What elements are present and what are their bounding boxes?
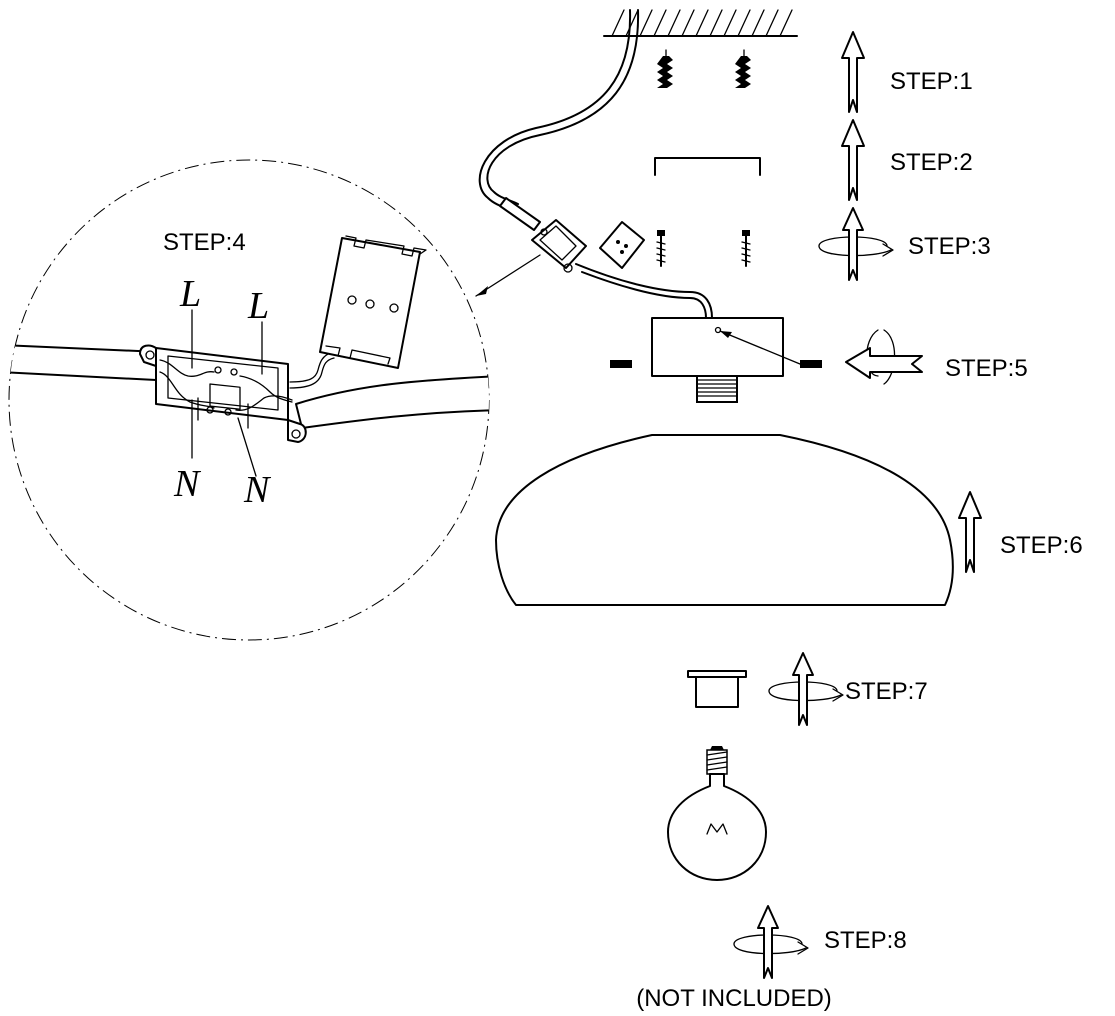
canopy-cable (575, 263, 713, 319)
step8-label: STEP:8 (824, 927, 907, 954)
wiring-detail-circle (8, 159, 490, 641)
step5-rotate-icon (845, 329, 923, 385)
canopy (651, 317, 784, 403)
wall-plug-right (735, 49, 751, 88)
step8-rotate-icon (733, 905, 809, 979)
neutral-label-left: N (173, 463, 202, 505)
screw-right (741, 230, 751, 267)
wall-plug-left (657, 49, 673, 88)
terminal-cover-small (599, 221, 645, 269)
screw-left (656, 230, 666, 267)
step2-arrow-icon (841, 119, 865, 201)
ceiling (603, 9, 798, 37)
canopy-screw-left (610, 360, 632, 368)
live-label-left: L (179, 273, 201, 315)
live-label-right: L (247, 285, 269, 327)
mounting-bracket (654, 157, 761, 176)
step7-label: STEP:7 (845, 678, 928, 705)
mains-cable (478, 9, 640, 231)
step3-rotate-icon (818, 207, 894, 281)
canopy-screw-right (719, 330, 822, 368)
step2-label: STEP:2 (890, 149, 973, 176)
neutral-label-right: N (243, 469, 272, 511)
shade-ring (687, 670, 747, 708)
step5-label: STEP:5 (945, 355, 1028, 382)
step1-arrow-icon (841, 31, 865, 113)
terminal-cover-detail (319, 235, 427, 369)
step3-label: STEP:3 (908, 233, 991, 260)
lamp-shade (495, 434, 954, 606)
zoom-pointer (475, 254, 541, 297)
step4-label: STEP:4 (163, 229, 246, 256)
light-bulb (667, 746, 767, 881)
terminal-block-detail (139, 344, 307, 443)
bulb-not-included-note: (NOT INCLUDED) (636, 985, 832, 1012)
step7-rotate-icon (768, 652, 844, 726)
step6-label: STEP:6 (1000, 532, 1083, 559)
step6-arrow-icon (958, 491, 982, 573)
step1-label: STEP:1 (890, 68, 973, 95)
terminal-block-small (531, 219, 587, 273)
